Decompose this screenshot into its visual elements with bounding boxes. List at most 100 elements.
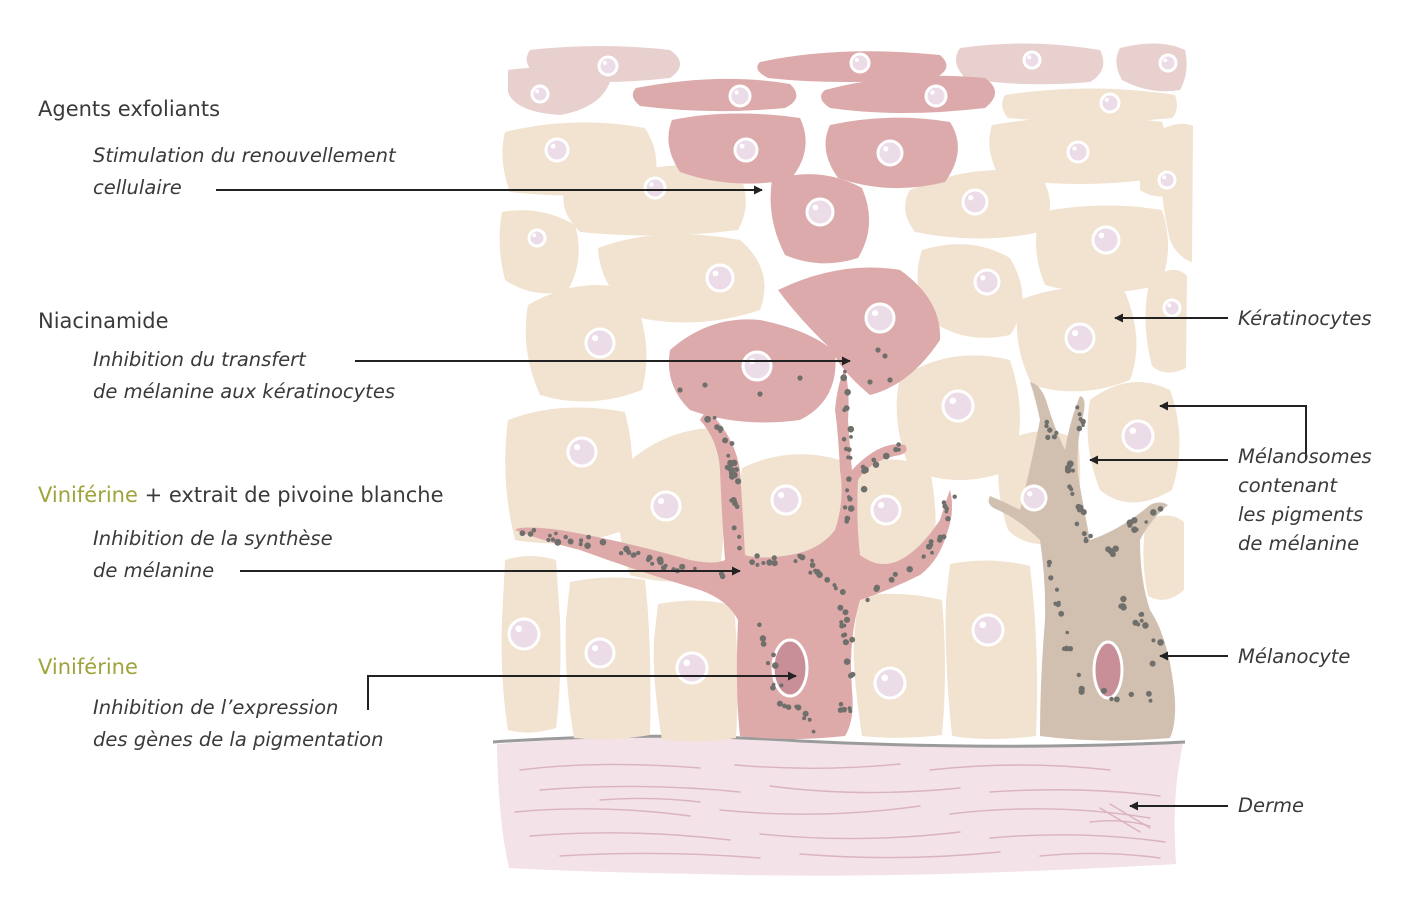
nucleus-highlight xyxy=(979,621,987,629)
melanosome-dot xyxy=(867,379,873,385)
nucleus xyxy=(1121,419,1155,453)
melanosome-dot xyxy=(1120,604,1127,611)
nucleus xyxy=(650,490,682,522)
melanosome-dot xyxy=(824,576,831,583)
keratinocyte-cell xyxy=(499,210,579,294)
nucleus-highlight xyxy=(883,146,889,152)
melanosome-dot xyxy=(702,382,708,388)
nucleus-highlight xyxy=(812,204,819,211)
melanosome-dot xyxy=(730,467,735,472)
melanosome-dot xyxy=(1053,601,1058,606)
melanosome-dot xyxy=(802,716,807,721)
melanosome-dot xyxy=(761,561,766,565)
nucleus xyxy=(530,84,550,104)
nucleus-highlight xyxy=(968,195,974,201)
melanosome-dot xyxy=(921,554,926,559)
nuclei xyxy=(507,50,1182,700)
keratinocyte-cell xyxy=(505,407,633,544)
keratinocyte-cell xyxy=(1159,123,1193,262)
melanosome-dot xyxy=(832,583,837,588)
melanosome-dot xyxy=(1069,487,1074,492)
arrow-melanosomes-upper xyxy=(1159,401,1307,460)
nucleus xyxy=(805,197,835,227)
melanosome-dot xyxy=(749,559,755,565)
nucleus xyxy=(770,484,802,516)
melanosome-dot xyxy=(1044,423,1049,429)
desc-niacinamide: Inhibition du transfert de mélanine aux … xyxy=(93,348,395,403)
melanosome-dot xyxy=(847,425,855,433)
nucleus-highlight xyxy=(649,182,654,187)
keratinocyte-cell xyxy=(598,234,765,323)
nucleus-highlight xyxy=(1027,55,1032,60)
melanosome-dot xyxy=(809,562,816,568)
nucleus-highlight xyxy=(872,310,879,317)
melanosome-dot xyxy=(578,538,584,543)
melanosome-dot xyxy=(896,442,901,447)
melanosome-dot xyxy=(770,685,776,691)
melanosome-dot xyxy=(771,555,777,561)
melanosome-dot xyxy=(656,556,664,564)
nucleus xyxy=(566,436,598,468)
melanosome-dot xyxy=(848,709,853,714)
nucleus-highlight xyxy=(854,57,859,62)
nucleus xyxy=(733,137,759,163)
nucleus-highlight xyxy=(1163,58,1168,63)
melanosome-dot xyxy=(1084,536,1088,541)
heading-viniferine-pivoine-green: Viniférine xyxy=(38,483,138,507)
melanosome-dot xyxy=(839,623,845,629)
melanosome-dot xyxy=(1077,507,1082,513)
nucleus-highlight xyxy=(1162,175,1167,180)
keratinocyte-cell xyxy=(1145,269,1187,373)
melanosome-dot xyxy=(838,701,844,707)
nucleus xyxy=(507,617,541,651)
melanosome-dot xyxy=(729,441,735,446)
melanosome-dot xyxy=(554,538,562,546)
nucleus xyxy=(924,84,948,108)
melanosome-dot xyxy=(1061,646,1067,651)
nucleus xyxy=(1157,170,1177,190)
melanosomes xyxy=(519,347,1164,734)
melanosome-dot xyxy=(842,609,849,616)
nucleus xyxy=(973,268,1001,296)
melanosome-dot xyxy=(1051,434,1057,440)
melanosome-dot xyxy=(757,391,763,397)
melanosome-dot xyxy=(567,538,574,545)
nucleus xyxy=(876,139,904,167)
melanosome-dot xyxy=(1076,672,1082,678)
melanosome-dot xyxy=(846,476,852,482)
nucleus xyxy=(597,55,619,77)
keratinocyte-cell xyxy=(1002,88,1177,122)
melanosome-dot xyxy=(937,534,943,540)
nucleus-highlight xyxy=(778,492,785,499)
melanosome-dot xyxy=(1151,638,1156,643)
melanosome-dot xyxy=(843,658,851,665)
melanosome-dot xyxy=(892,571,898,577)
nucleus-highlight xyxy=(602,60,607,65)
melanosome-dot xyxy=(726,453,731,458)
melanosome-dot xyxy=(837,604,844,611)
melanosome-dot xyxy=(548,533,552,538)
melanosome-dot xyxy=(1128,691,1135,698)
melanosome-dot xyxy=(727,459,734,467)
melanosome-dot xyxy=(1148,698,1153,703)
heading-viniferine-pivoine: Viniférine + extrait de pivoine blanche xyxy=(38,482,444,508)
melanosome-dot xyxy=(841,436,847,442)
melanosome-dot xyxy=(782,703,787,709)
melanosome-dot xyxy=(871,457,877,463)
melanosome-dot xyxy=(844,519,849,524)
melanosome-dot xyxy=(527,531,534,537)
dermis-body xyxy=(497,737,1183,876)
heading-exfoliants: Agents exfoliants xyxy=(38,97,221,121)
melanosome-dot xyxy=(550,537,556,542)
melanosome-dot xyxy=(729,473,735,480)
melanosome-dot xyxy=(1077,412,1082,417)
melanosome-dot xyxy=(785,704,792,710)
melanosome-dot xyxy=(722,437,729,444)
melanosome-dot xyxy=(626,549,632,555)
pink-cell xyxy=(778,267,941,395)
melanosome-dot xyxy=(755,562,760,567)
nucleus-highlight xyxy=(878,502,885,509)
melanosome-dot xyxy=(679,563,686,570)
melanosome-dot xyxy=(1074,521,1080,527)
